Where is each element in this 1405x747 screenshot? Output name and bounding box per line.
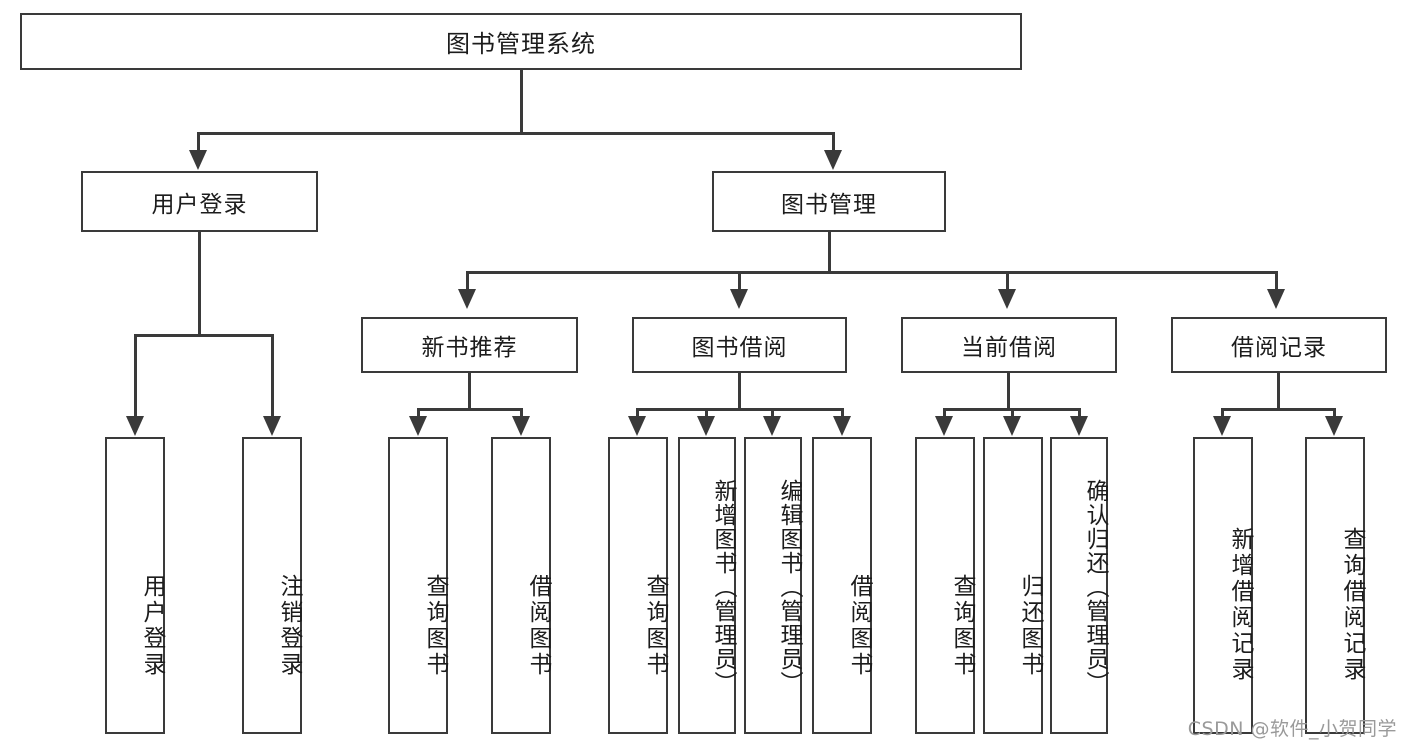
connector-root-stem bbox=[520, 70, 523, 134]
arrowhead-to-user-login bbox=[189, 150, 207, 170]
leaf-query-book-1[interactable]: 查询图书 bbox=[388, 437, 448, 734]
leaf-confirm-return[interactable]: 确认归还（管理员） bbox=[1050, 437, 1108, 734]
arrowhead-to-leaf-query-book-3 bbox=[935, 416, 953, 436]
connector-borrow-record-stem bbox=[1277, 373, 1280, 411]
leaf-edit-book[interactable]: 编辑图书（管理员） bbox=[744, 437, 802, 734]
leaf-add-record[interactable]: 新增借阅记录 bbox=[1193, 437, 1253, 734]
leaf-query-book-2[interactable]: 查询图书 bbox=[608, 437, 668, 734]
arrowhead-to-book-management bbox=[824, 150, 842, 170]
arrowhead-to-leaf-confirm-return bbox=[1070, 416, 1088, 436]
arrowhead-to-leaf-logout-login bbox=[263, 416, 281, 436]
arrowhead-to-leaf-add-book bbox=[697, 416, 715, 436]
connector-new-book-stem bbox=[468, 373, 471, 411]
arrowhead-to-leaf-user-login bbox=[126, 416, 144, 436]
arrowhead-to-leaf-edit-book bbox=[763, 416, 781, 436]
connector-user-login-bar bbox=[134, 334, 274, 337]
arrowhead-to-borrow-record bbox=[1267, 289, 1285, 309]
connector-root-to-user-login bbox=[197, 132, 200, 154]
arrowhead-to-book-borrow bbox=[730, 289, 748, 309]
connector-new-book-right-drop bbox=[520, 408, 523, 420]
arrowhead-to-leaf-borrow-book-2 bbox=[833, 416, 851, 436]
connector-new-book-left-drop bbox=[417, 408, 420, 420]
connector-book-borrow-stem bbox=[738, 373, 741, 411]
connector-user-login-right-drop bbox=[271, 334, 274, 420]
connector-bb-drop-2 bbox=[705, 408, 708, 420]
connector-cb-drop-3 bbox=[1078, 408, 1081, 420]
csdn-watermark: CSDN @软件_小贺同学 bbox=[1187, 718, 1397, 740]
connector-bm-to-book-borrow bbox=[738, 271, 741, 293]
connector-root-to-book-management bbox=[832, 132, 835, 154]
connector-cb-drop-1 bbox=[943, 408, 946, 420]
node-root-system[interactable]: 图书管理系统 bbox=[20, 13, 1022, 70]
node-new-book-recommend[interactable]: 新书推荐 bbox=[361, 317, 578, 373]
connector-cb-drop-2 bbox=[1011, 408, 1014, 420]
arrowhead-to-current-borrow bbox=[998, 289, 1016, 309]
leaf-add-book[interactable]: 新增图书（管理员） bbox=[678, 437, 736, 734]
leaf-borrow-book-2[interactable]: 借阅图书 bbox=[812, 437, 872, 734]
connector-user-login-stem bbox=[198, 232, 201, 336]
connector-user-login-left-drop bbox=[134, 334, 137, 420]
node-borrow-record[interactable]: 借阅记录 bbox=[1171, 317, 1387, 373]
connector-bm-to-new-book bbox=[466, 271, 469, 293]
connector-bb-drop-1 bbox=[636, 408, 639, 420]
connector-bb-drop-4 bbox=[841, 408, 844, 420]
node-user-login[interactable]: 用户登录 bbox=[81, 171, 318, 232]
arrowhead-to-leaf-return-book bbox=[1003, 416, 1021, 436]
connector-current-borrow-stem bbox=[1007, 373, 1010, 411]
connector-new-book-bar bbox=[417, 408, 523, 411]
connector-bm-to-borrow-record bbox=[1275, 271, 1278, 293]
arrowhead-to-leaf-query-book-2 bbox=[628, 416, 646, 436]
leaf-return-book[interactable]: 归还图书 bbox=[983, 437, 1043, 734]
node-current-borrow[interactable]: 当前借阅 bbox=[901, 317, 1117, 373]
arrowhead-to-leaf-query-book-1 bbox=[409, 416, 427, 436]
connector-book-management-stem bbox=[828, 232, 831, 273]
connector-bm-to-current-borrow bbox=[1006, 271, 1009, 293]
connector-book-management-bar bbox=[466, 271, 1278, 274]
leaf-query-book-3[interactable]: 查询图书 bbox=[915, 437, 975, 734]
connector-root-bar bbox=[197, 132, 835, 135]
connector-book-borrow-bar bbox=[636, 408, 844, 411]
connector-borrow-record-bar bbox=[1221, 408, 1336, 411]
node-book-borrow[interactable]: 图书借阅 bbox=[632, 317, 847, 373]
leaf-logout-login[interactable]: 注销登录 bbox=[242, 437, 302, 734]
arrowhead-to-leaf-borrow-book-1 bbox=[512, 416, 530, 436]
arrowhead-to-new-book-recommend bbox=[458, 289, 476, 309]
leaf-user-login[interactable]: 用户登录 bbox=[105, 437, 165, 734]
arrowhead-to-leaf-add-record bbox=[1213, 416, 1231, 436]
connector-br-drop-1 bbox=[1221, 408, 1224, 420]
node-book-management[interactable]: 图书管理 bbox=[712, 171, 946, 232]
leaf-query-record[interactable]: 查询借阅记录 bbox=[1305, 437, 1365, 734]
leaf-borrow-book-1[interactable]: 借阅图书 bbox=[491, 437, 551, 734]
connector-bb-drop-3 bbox=[771, 408, 774, 420]
arrowhead-to-leaf-query-record bbox=[1325, 416, 1343, 436]
connector-br-drop-2 bbox=[1333, 408, 1336, 420]
